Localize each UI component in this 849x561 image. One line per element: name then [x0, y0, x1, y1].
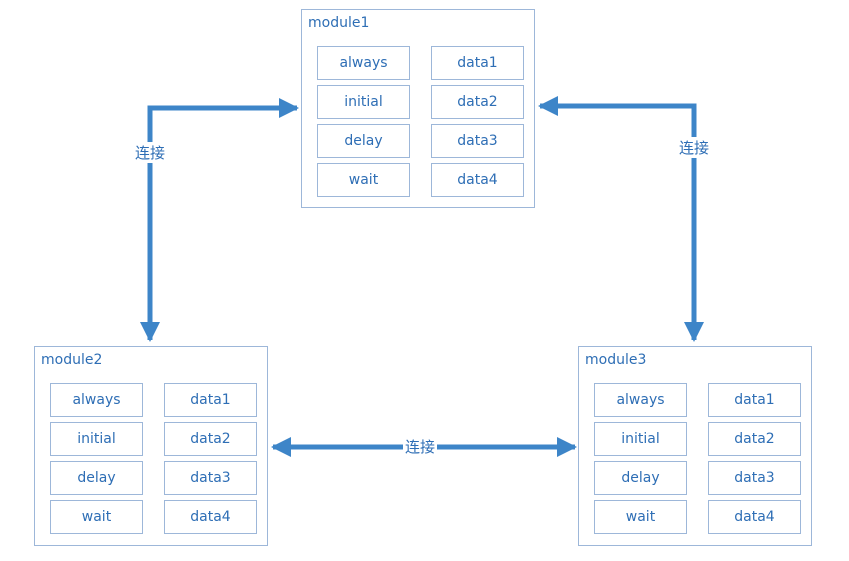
module1-cell-data4: data4	[431, 163, 524, 197]
connector-module1-module2	[140, 98, 299, 342]
module1-box: module1 always initial delay wait data1 …	[301, 9, 535, 208]
connector-label-module1-module3: 连接	[677, 137, 712, 158]
module2-cell-wait: wait	[50, 500, 143, 534]
connector-label-module2-module3: 连接	[403, 436, 438, 457]
module3-box: module3 always initial delay wait data1 …	[578, 346, 812, 546]
module3-cell-data4: data4	[708, 500, 801, 534]
module1-cell-always: always	[317, 46, 410, 80]
module2-cell-delay: delay	[50, 461, 143, 495]
module-title: module1	[308, 15, 370, 31]
module1-cell-initial: initial	[317, 85, 410, 119]
module1-cell-data3: data3	[431, 124, 524, 158]
module3-cell-always: always	[594, 383, 687, 417]
connector-label-module1-module2: 连接	[133, 142, 168, 163]
module3-cell-initial: initial	[594, 422, 687, 456]
module3-cell-data1: data1	[708, 383, 801, 417]
module-title: module3	[585, 352, 647, 368]
module2-cell-data3: data3	[164, 461, 257, 495]
module2-cell-always: always	[50, 383, 143, 417]
module1-cell-data2: data2	[431, 85, 524, 119]
connector-module1-module3	[538, 96, 704, 342]
module3-cell-data2: data2	[708, 422, 801, 456]
module2-cell-data1: data1	[164, 383, 257, 417]
module3-cell-wait: wait	[594, 500, 687, 534]
module1-cell-delay: delay	[317, 124, 410, 158]
module3-cell-delay: delay	[594, 461, 687, 495]
module2-cell-initial: initial	[50, 422, 143, 456]
module-title: module2	[41, 352, 103, 368]
module1-cell-data1: data1	[431, 46, 524, 80]
module2-box: module2 always initial delay wait data1 …	[34, 346, 268, 546]
module2-cell-data2: data2	[164, 422, 257, 456]
module2-cell-data4: data4	[164, 500, 257, 534]
module1-cell-wait: wait	[317, 163, 410, 197]
module3-cell-data3: data3	[708, 461, 801, 495]
